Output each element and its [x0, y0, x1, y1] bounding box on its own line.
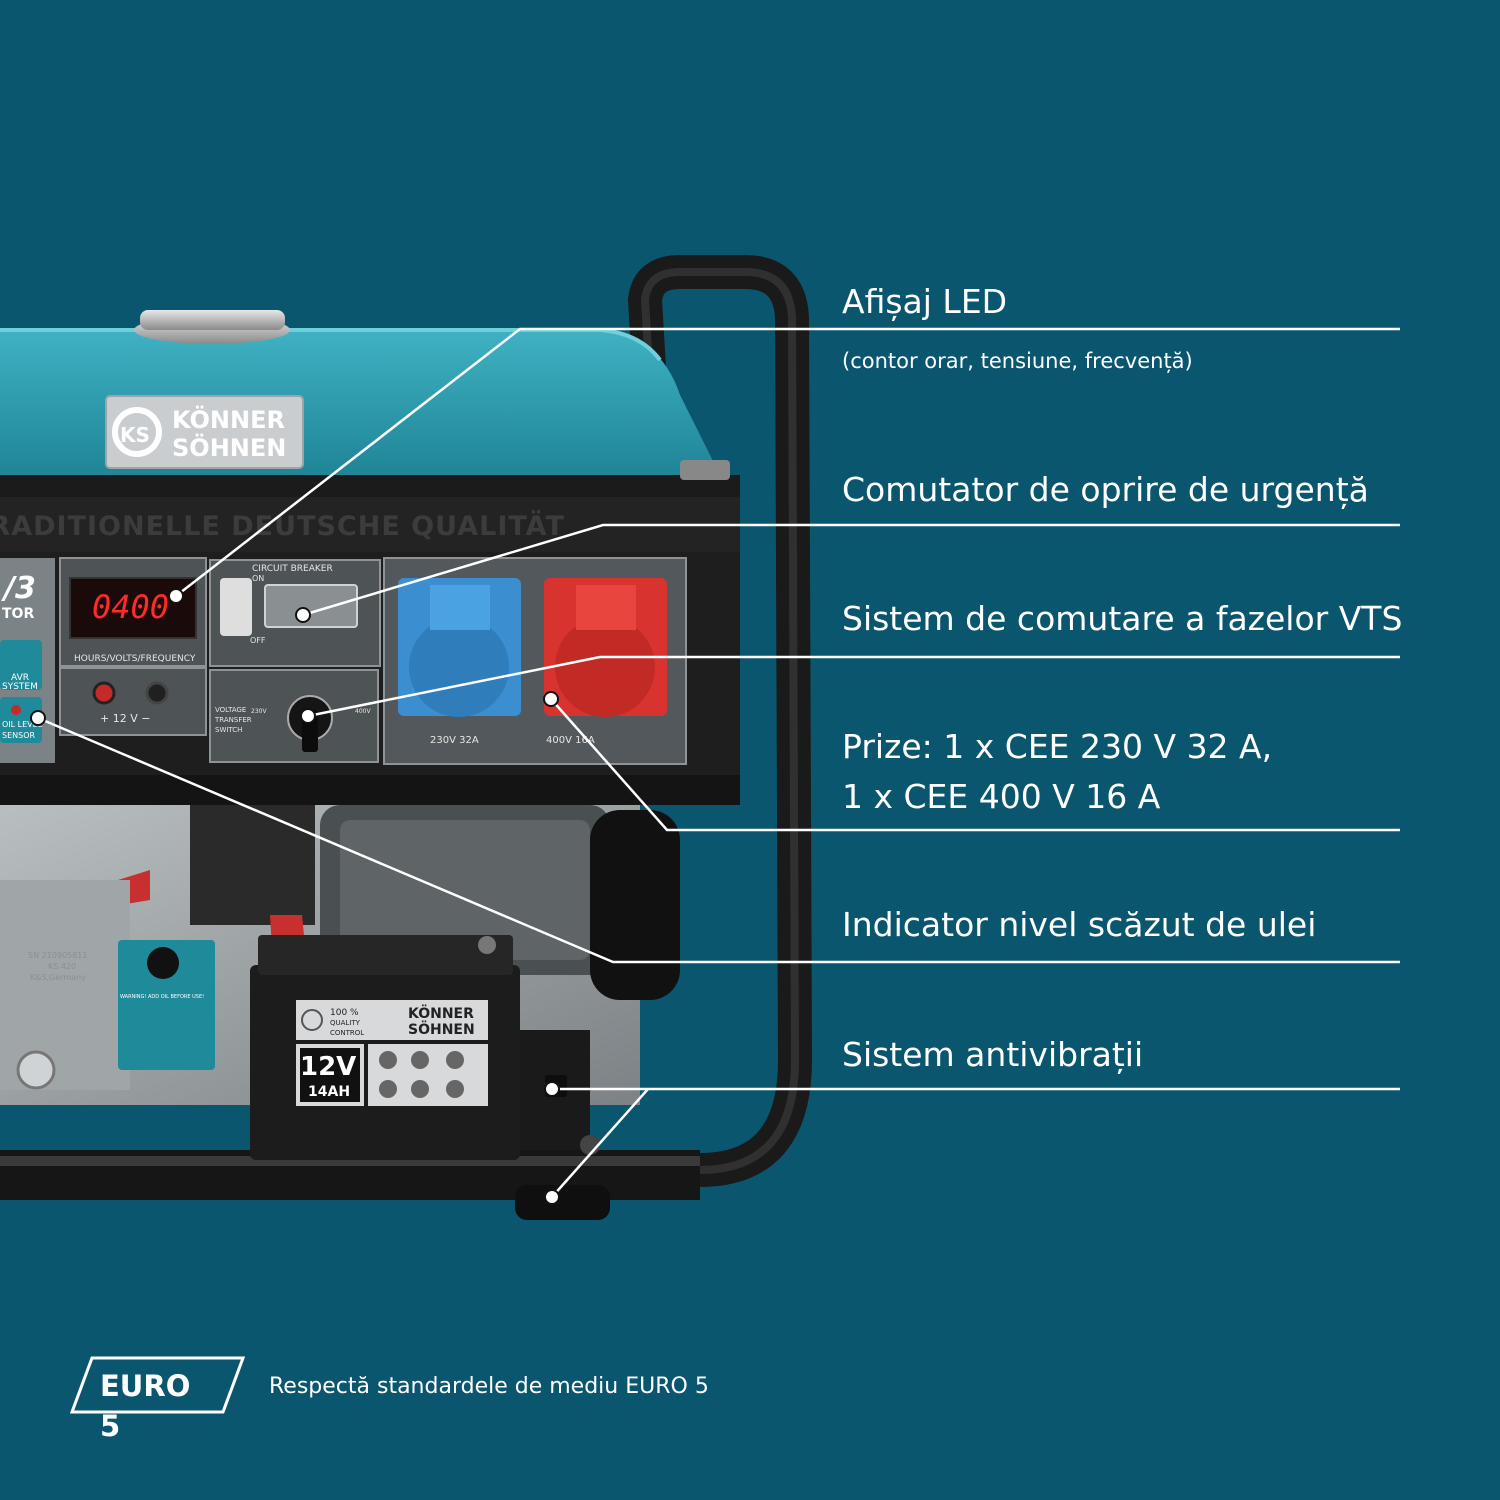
euro5-badge-frame [70, 1356, 245, 1414]
vts-label-1: VOLTAGE [215, 706, 246, 714]
dot-antivibration-b [544, 1189, 560, 1205]
callout-dots [30, 588, 560, 1205]
dot-antivibration-a [544, 1081, 560, 1097]
leader-vts [307, 655, 1400, 718]
callout-vts-title: Sistem de comutare a fazelor VTS [842, 599, 1403, 638]
leader-antivibration-b [551, 1088, 649, 1198]
dot-emergency [295, 607, 311, 623]
display-label: HOURS/VOLTS/FREQUENCY [74, 654, 196, 664]
brand-mark: KS [120, 423, 150, 447]
battery [250, 935, 520, 1160]
leader-sockets [550, 698, 1400, 832]
vts-label-3: SWITCH [215, 726, 242, 734]
led-reading: 0400 [92, 588, 169, 626]
battery-brand-1: KÖNNER [408, 1004, 474, 1022]
fuel-tank [0, 310, 740, 497]
socket-400-label: 400V 16A [546, 735, 595, 746]
engine [0, 805, 680, 1155]
battery-qc-3: CONTROL [330, 1029, 364, 1037]
battery-brand-2: SÖHNEN [408, 1020, 475, 1038]
dot-led [168, 588, 184, 604]
callout-emergency-title: Comutator de oprire de urgență [842, 470, 1369, 509]
dot-sockets [543, 691, 559, 707]
oil-label-2: SENSOR [2, 731, 35, 740]
dot-vts [300, 708, 316, 724]
brand-line2: SÖHNEN [172, 432, 286, 462]
callout-led-title: Afișaj LED [842, 282, 1008, 321]
dot-oil [30, 710, 46, 726]
breaker-title: CIRCUIT BREAKER [252, 564, 333, 574]
callout-oil-title: Indicator nivel scăzut de ulei [842, 905, 1317, 944]
leader-emergency [302, 523, 1400, 617]
callout-led-subtitle: (contor orar, tensiune, frecvență) [842, 349, 1193, 373]
vts-230: 230V [251, 708, 267, 715]
engine-origin: K&S,Germany [30, 973, 86, 982]
battery-capacity: 14AH [308, 1084, 350, 1100]
leader-led [175, 327, 1400, 597]
model-fragment: /3 [1, 571, 36, 606]
dc-label: + 12 V − [100, 712, 150, 725]
battery-qc-2: QUALITY [330, 1019, 361, 1027]
battery-voltage: 12V [300, 1052, 356, 1082]
vts-label-2: TRANSFER [214, 716, 252, 724]
breaker-on: ON [252, 574, 264, 583]
vts-400: 400V [355, 708, 371, 715]
oil-label-1: OIL LEVEL [2, 720, 43, 729]
brand-line1: KÖNNER [172, 404, 285, 434]
breaker-off: OFF [250, 636, 266, 645]
euro5-badge: EURO 5 [100, 1369, 191, 1443]
avr-label-1: AVR [11, 673, 29, 683]
leader-oil [37, 716, 1400, 964]
engine-sn: SN 210905811 [28, 951, 87, 960]
callout-lines [37, 327, 1400, 1198]
callout-sockets-line1: Prize: 1 x CEE 230 V 32 A, [842, 727, 1273, 766]
warning-tag: WARNING! ADD OIL BEFORE USE! [120, 994, 204, 1000]
control-panel [0, 552, 740, 805]
euro5-description: Respectă standardele de mediu EURO 5 [269, 1374, 709, 1399]
callout-antivibration-title: Sistem antivibrații [842, 1035, 1144, 1074]
socket-230-label: 230V 32A [430, 735, 479, 746]
engine-model: KS 420 [48, 962, 76, 971]
callout-sockets-line2: 1 x CEE 400 V 16 A [842, 777, 1161, 816]
battery-qc-1: 100 % [330, 1008, 359, 1018]
avr-label-2: SYSTEM [2, 682, 38, 692]
model-sub: TOR [2, 606, 34, 622]
